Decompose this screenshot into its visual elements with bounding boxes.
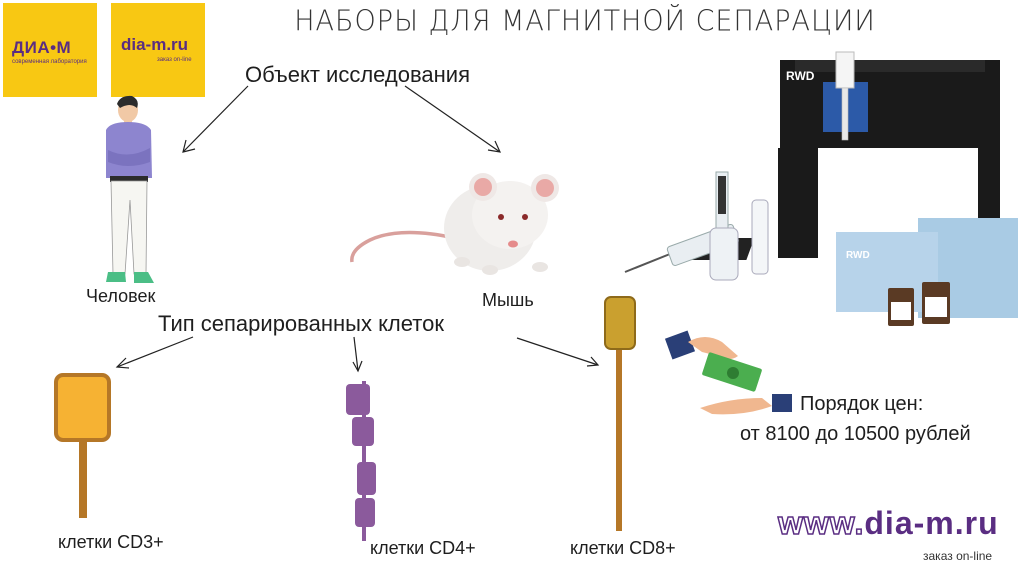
site-prefix: www.: [777, 504, 865, 542]
dia-m-logo[interactable]: ДИА•М современная лаборатория: [3, 3, 97, 97]
site-name: dia-m.ru: [864, 505, 999, 541]
money-exchange-icon: [664, 330, 792, 415]
cd4-label: клетки CD4+: [370, 538, 476, 558]
logo-name: ДИА•М: [12, 38, 72, 57]
dia-m-ru-logo[interactable]: dia-m.ru заказ on-line: [111, 3, 205, 97]
rwd-separator-device-icon: RWD: [686, 51, 1000, 260]
research-object-label: Объект исследования: [245, 62, 471, 87]
cd8-cell-icon: [604, 296, 636, 531]
cd3-label: клетки CD3+: [58, 532, 164, 552]
cd8-label: клетки CD8+: [570, 538, 676, 558]
mouse-icon: [350, 173, 559, 275]
price-range: от 8100 до 10500 рублей: [740, 423, 971, 445]
mouse-label: Мышь: [482, 290, 534, 310]
site-tagline: заказ on-line: [923, 549, 993, 563]
cd4-cell-icon: [346, 381, 376, 541]
logo-name: dia-m.ru: [121, 35, 189, 54]
arrows: [115, 85, 600, 373]
brand-label: RWD: [786, 69, 815, 83]
syringe-and-tube-icon: [624, 171, 769, 281]
human-icon: [106, 95, 154, 283]
box-brand-label: RWD: [846, 250, 870, 261]
cd3-cell-icon: [54, 373, 111, 518]
cell-type-label: Тип сепарированных клеток: [158, 311, 444, 336]
page-title: НАБОРЫ ДЛЯ МАГНИТНОЙ СЕПАРАЦИИ: [294, 5, 876, 38]
site-link[interactable]: www.dia-m.ru: [777, 504, 999, 542]
logo-tagline: заказ on-line: [157, 57, 192, 63]
human-label: Человек: [86, 286, 156, 306]
kit-boxes-icon: RWD: [836, 218, 1018, 326]
logo-tagline: современная лаборатория: [12, 59, 87, 65]
price-heading: Порядок цен:: [800, 393, 924, 415]
